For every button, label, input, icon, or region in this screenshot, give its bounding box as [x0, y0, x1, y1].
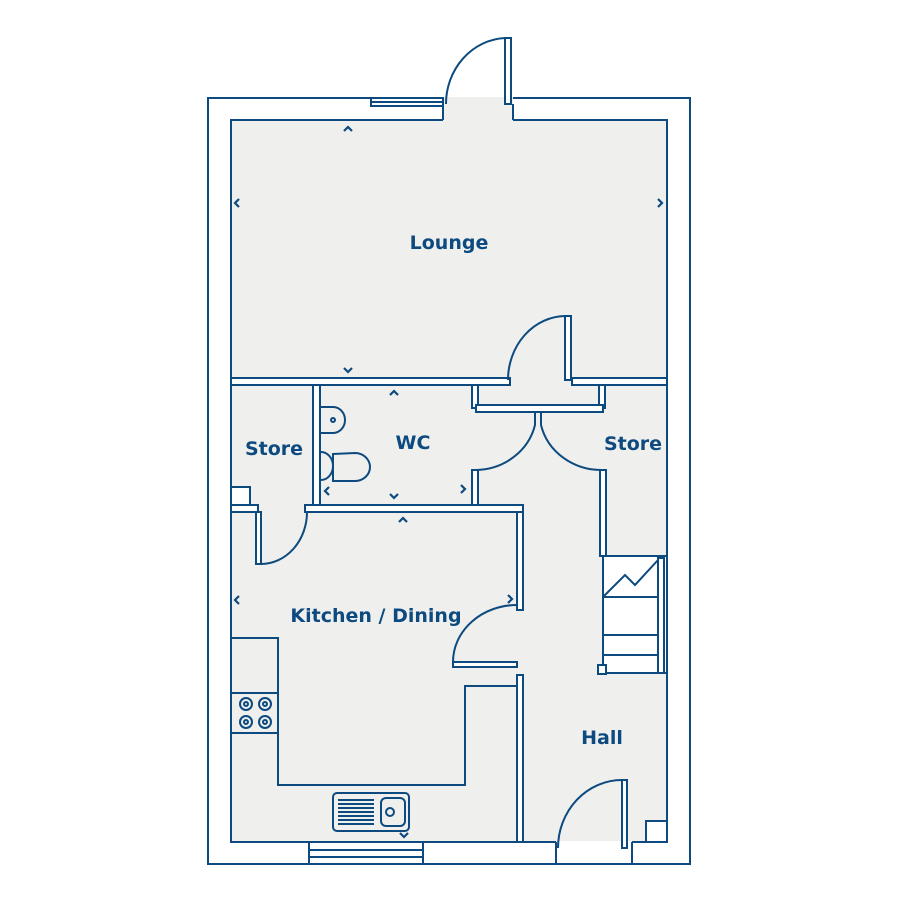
store-door[interactable] — [255, 511, 308, 565]
room-label-kitchen-dining: Kitchen / Dining — [290, 605, 461, 627]
lobby-threshold — [475, 404, 604, 413]
wall — [516, 511, 524, 611]
wall — [230, 377, 511, 386]
floor — [230, 119, 668, 843]
rear-door-opening — [443, 97, 513, 122]
room-label-lounge: Lounge — [410, 232, 489, 254]
room-label-wc: WC — [396, 432, 431, 454]
toilet — [320, 451, 371, 482]
kitchen-door[interactable] — [452, 604, 518, 668]
room-label-hall: Hall — [581, 727, 623, 749]
front-door[interactable] — [557, 779, 628, 849]
wall — [571, 377, 668, 386]
wall — [230, 504, 259, 513]
room-label-store-left: Store — [245, 438, 303, 460]
wall — [304, 504, 524, 513]
wall — [599, 469, 607, 557]
basin — [321, 406, 346, 434]
lounge-window — [370, 97, 444, 107]
kitchen-counter — [231, 637, 517, 786]
room-label-store-right: Store — [604, 433, 662, 455]
meter-box — [645, 820, 668, 843]
wall — [312, 384, 321, 513]
kitchen-window — [308, 841, 424, 865]
hob — [231, 692, 278, 734]
front-door-opening — [556, 841, 632, 866]
wall — [516, 674, 524, 843]
dimension-markers — [233, 125, 664, 839]
lounge-door[interactable] — [507, 315, 572, 381]
double-door[interactable] — [475, 412, 604, 472]
stub — [230, 486, 251, 506]
wall-edge — [208, 842, 690, 865]
staircase[interactable] — [597, 555, 668, 675]
sink — [332, 792, 410, 832]
